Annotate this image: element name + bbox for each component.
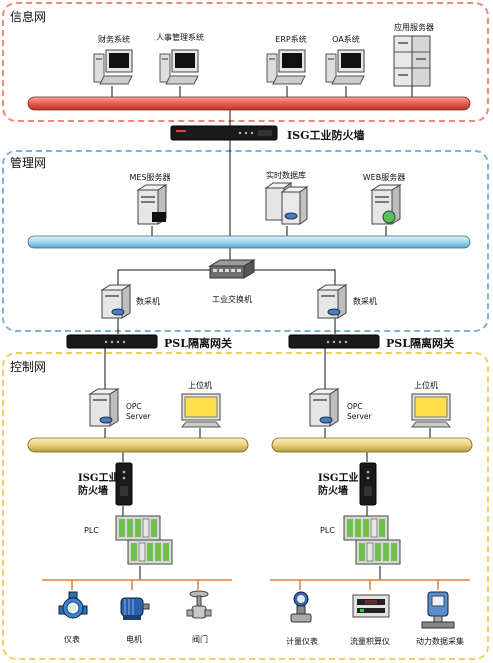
management-network-zone xyxy=(2,150,489,332)
info-network-zone xyxy=(2,2,489,122)
plc-right-icon xyxy=(343,515,401,565)
web-server-icon xyxy=(370,184,402,225)
realtime-database-icon xyxy=(264,182,309,225)
valve-icon xyxy=(186,590,212,619)
opc-server-left-label: OPC Server xyxy=(126,402,151,421)
hr-system-label: 人事管理系统 xyxy=(156,33,204,42)
isg-firewall-right-icon xyxy=(359,462,377,506)
finance-system-label: 财务系统 xyxy=(98,35,130,44)
flow-totalizer-label: 流量积算仪 xyxy=(350,637,390,646)
flow-totalizer-icon: 8888 xyxy=(352,594,390,618)
erp-system-label: ERP系统 xyxy=(275,35,307,44)
mes-server-icon xyxy=(136,184,168,225)
erp-system-workstation-icon xyxy=(266,49,306,85)
industrial-switch-label: 工业交换机 xyxy=(212,295,252,304)
meter-label: 仪表 xyxy=(64,635,80,644)
application-server-icon xyxy=(393,35,431,87)
oa-system-workstation-icon xyxy=(325,49,365,85)
control-network-zone xyxy=(2,352,489,660)
plc-left-icon xyxy=(115,515,173,565)
motor-icon xyxy=(120,597,150,620)
hmi-right-label: 上位机 xyxy=(414,381,438,390)
power-data-acquisition-label: 动力数据采集 xyxy=(416,637,464,646)
isg-firewall-right-label: ISG工业 防火墙 xyxy=(318,473,359,497)
meter-icon xyxy=(58,591,88,619)
control-bus-right xyxy=(271,437,473,453)
svg-text:8888: 8888 xyxy=(365,600,377,606)
psl-gateway-left-label: PSL隔离网关 xyxy=(164,337,232,350)
realtime-database-label: 实时数据库 xyxy=(266,171,306,180)
metering-instrument-icon xyxy=(290,591,312,623)
plc-right-label: PLC xyxy=(320,526,335,535)
hmi-right-icon xyxy=(410,393,452,428)
isg-firewall-device-icon xyxy=(170,125,278,141)
oa-system-label: OA系统 xyxy=(332,35,360,44)
hr-system-workstation-icon xyxy=(159,49,199,85)
control-network-title: 控制网 xyxy=(10,360,47,374)
psl-gateway-right-icon xyxy=(288,334,380,349)
psl-gateway-right-label: PSL隔离网关 xyxy=(386,337,454,350)
industrial-switch-icon xyxy=(208,259,256,279)
data-collector-left-label: 数采机 xyxy=(136,297,160,306)
management-bus xyxy=(27,235,471,249)
opc-server-right-label: OPC Server xyxy=(347,402,372,421)
valve-label: 阀门 xyxy=(192,635,208,644)
isg-firewall-label: ISG工业防火墙 xyxy=(287,129,365,142)
control-bus-left xyxy=(27,437,249,453)
opc-server-right-icon xyxy=(308,388,340,427)
info-bus xyxy=(27,96,471,111)
finance-system-workstation-icon xyxy=(93,49,133,85)
application-server-label: 应用服务器 xyxy=(394,23,434,32)
web-server-label: WEB服务器 xyxy=(362,173,406,182)
data-collector-left-icon xyxy=(100,284,132,319)
isg-firewall-left-label: ISG工业 防火墙 xyxy=(78,473,119,497)
info-network-title: 信息网 xyxy=(10,10,47,24)
plc-left-label: PLC xyxy=(84,526,99,535)
metering-instrument-label: 计量仪表 xyxy=(286,637,318,646)
mes-server-label: MES服务器 xyxy=(129,173,171,182)
opc-server-left-icon xyxy=(88,388,120,427)
isg-firewall-left-icon xyxy=(115,462,133,506)
psl-gateway-left-icon xyxy=(66,334,158,349)
management-network-title: 管理网 xyxy=(10,156,47,170)
motor-label: 电机 xyxy=(126,635,142,644)
hmi-left-icon xyxy=(180,393,222,428)
data-collector-right-label: 数采机 xyxy=(353,297,377,306)
hmi-left-label: 上位机 xyxy=(188,381,212,390)
power-data-acquisition-icon xyxy=(421,591,455,629)
data-collector-right-icon xyxy=(316,284,348,319)
